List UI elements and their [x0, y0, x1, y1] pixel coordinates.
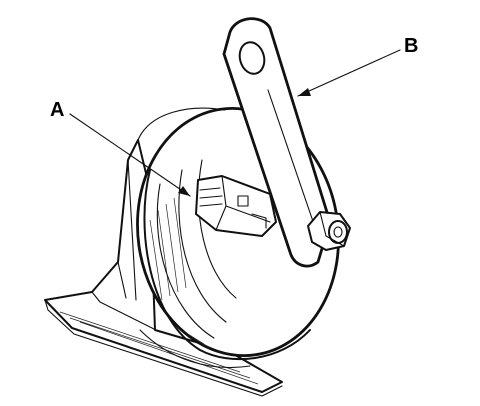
arrowhead-a — [178, 186, 190, 196]
electrical-connector — [195, 175, 277, 237]
arrowhead-b — [298, 88, 311, 96]
mounting-nut — [307, 211, 351, 251]
leader-line-a — [69, 113, 191, 197]
mounting-bracket — [222, 17, 332, 268]
leader-line-b — [297, 49, 401, 97]
callout-label-a: A — [50, 99, 64, 121]
callout-label-b: B — [404, 35, 418, 57]
